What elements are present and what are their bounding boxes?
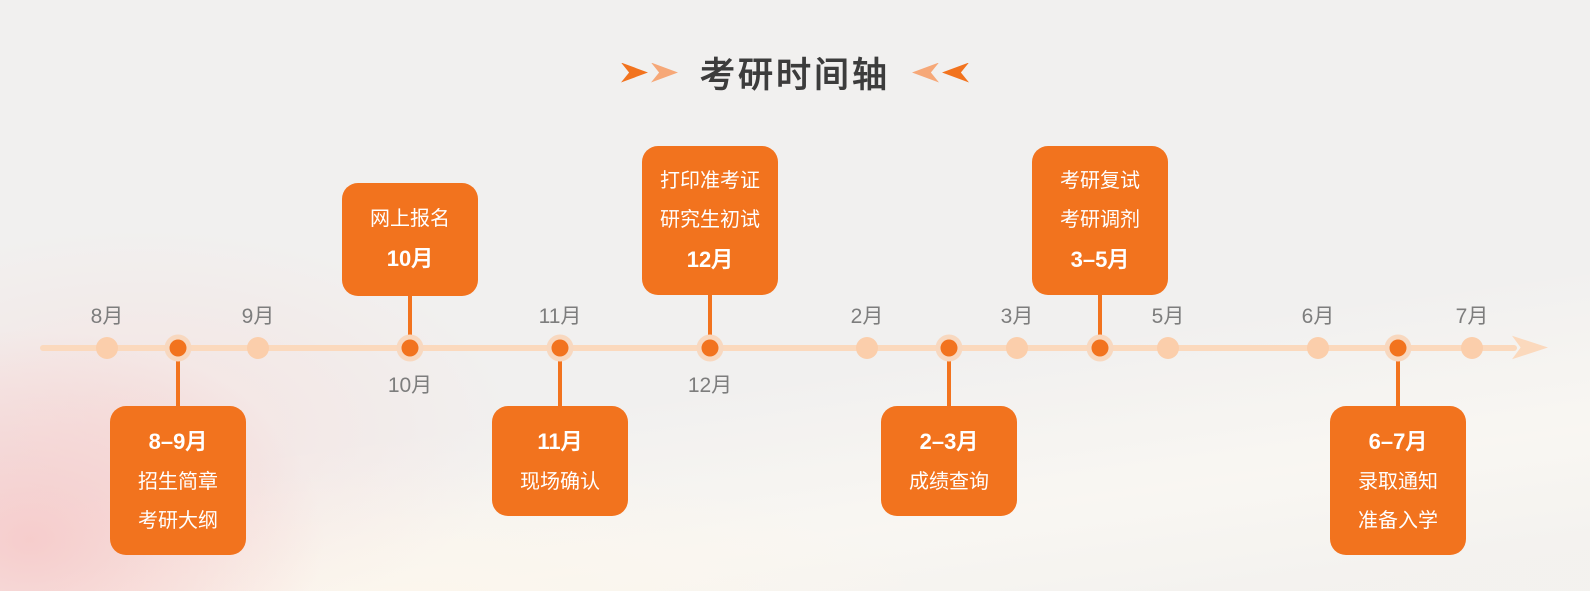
- month-label: 2月: [850, 305, 884, 328]
- month-label: 12月: [687, 374, 733, 397]
- page-title: 考研时间轴: [699, 56, 890, 95]
- card-connector: [1098, 293, 1102, 348]
- arrowhead-right-icon: [1512, 335, 1548, 360]
- timeline-dot-major: [1389, 339, 1407, 357]
- event-card-line: 录取通知: [1358, 470, 1438, 493]
- event-card-line: 3–5月: [1070, 246, 1130, 272]
- month-label: 8月: [90, 305, 124, 328]
- card-connector: [708, 293, 712, 348]
- event-card-line: 12月: [686, 246, 734, 272]
- event-card-line: 考研调剂: [1060, 208, 1140, 231]
- event-card: 6–7月录取通知准备入学: [1330, 406, 1466, 555]
- event-card-line: 成绩查询: [909, 470, 989, 493]
- timeline-dot-major: [1091, 339, 1109, 357]
- event-card-line: 8–9月: [148, 428, 208, 454]
- timeline-dot-minor: [1461, 337, 1483, 359]
- event-card: 2–3月成绩查询: [881, 406, 1017, 516]
- card-connector: [947, 348, 951, 408]
- event-card-line: 10月: [386, 246, 434, 271]
- event-card: 8–9月招生简章考研大纲: [110, 406, 246, 555]
- event-card: 网上报名 10月: [342, 183, 478, 296]
- timeline-dot-minor: [1157, 337, 1179, 359]
- double-arrow-right-icon: [620, 62, 678, 83]
- card-connector: [176, 348, 180, 408]
- timeline-dot-major: [169, 339, 187, 357]
- month-label: 5月: [1151, 305, 1185, 328]
- double-arrow-left-icon: [912, 62, 969, 83]
- event-card: 11月现场确认: [492, 406, 628, 516]
- month-label: 10月: [387, 374, 433, 397]
- card-connector: [558, 348, 562, 408]
- timeline-dot-major: [401, 339, 419, 357]
- month-label: 7月: [1455, 305, 1489, 328]
- event-card-line: 11月: [537, 428, 583, 454]
- month-label: 3月: [1000, 305, 1034, 328]
- event-card: 打印准考证研究生初试 12月: [642, 146, 778, 295]
- event-card: 考研复试考研调剂 3–5月: [1032, 146, 1168, 295]
- event-card-line: 现场确认: [520, 470, 600, 493]
- card-connector: [1396, 348, 1400, 408]
- month-label: 6月: [1301, 305, 1335, 328]
- month-label: 9月: [241, 305, 275, 328]
- event-card-line: 考研大纲: [138, 509, 218, 532]
- event-card-line: 网上报名: [370, 208, 450, 230]
- event-card-line: 2–3月: [919, 428, 979, 454]
- card-connector: [408, 293, 412, 348]
- timeline-dot-minor: [1307, 337, 1329, 359]
- event-card-line: 打印准考证: [660, 169, 760, 192]
- timeline-axis: [40, 345, 1517, 351]
- page-header: 考研时间轴: [0, 47, 1590, 98]
- month-label: 11月: [538, 305, 582, 328]
- timeline-dot-minor: [856, 337, 878, 359]
- timeline-dot-minor: [247, 337, 269, 359]
- event-card-line: 6–7月: [1368, 428, 1428, 454]
- timeline-dot-major: [940, 339, 958, 357]
- timeline-dot-major: [701, 339, 719, 357]
- event-card-line: 准备入学: [1358, 509, 1438, 532]
- timeline-dot-minor: [1006, 337, 1028, 359]
- event-card-line: 考研复试: [1060, 169, 1140, 192]
- event-card-line: 招生简章: [138, 470, 218, 493]
- event-card-line: 研究生初试: [660, 208, 760, 231]
- timeline-dot-major: [551, 339, 569, 357]
- timeline-dot-minor: [96, 337, 118, 359]
